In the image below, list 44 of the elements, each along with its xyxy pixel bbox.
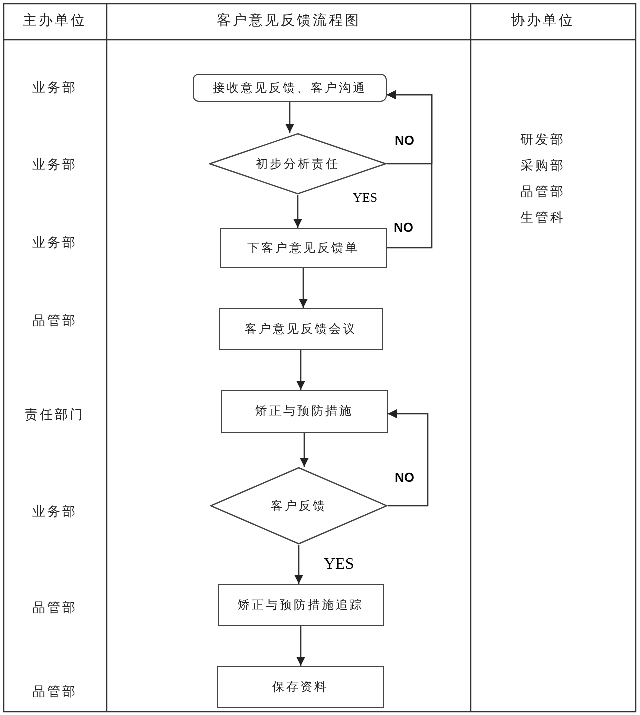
department-label: 品管部 <box>32 600 78 617</box>
arrow <box>296 626 306 666</box>
department-label: 业务部 <box>32 80 78 97</box>
node-text: 客户反馈 <box>271 498 327 514</box>
arrow <box>293 195 303 228</box>
node-text: 客户意见反馈会议 <box>245 320 357 338</box>
department-label: 责任部门 <box>25 407 85 424</box>
arrow <box>294 545 304 584</box>
arrow <box>296 350 306 390</box>
start-box <box>193 74 387 102</box>
node-text: 接收意见反馈、客户沟通 <box>213 80 367 96</box>
node-text: 矫正与预防措施追踪 <box>238 596 364 614</box>
node-text: 下客户意见反馈单 <box>248 240 360 256</box>
arrow <box>285 102 295 133</box>
process-box <box>217 666 384 708</box>
edge-label: NO <box>394 133 416 148</box>
edge-label: NO <box>394 470 416 485</box>
department-label: 采购部 <box>520 158 566 175</box>
department-label: 研发部 <box>520 132 566 149</box>
arrow <box>298 268 308 308</box>
edge-label: YES <box>352 190 379 205</box>
process-box <box>221 390 388 433</box>
arrow <box>388 409 429 507</box>
arrow <box>387 90 433 249</box>
process-box <box>219 308 383 350</box>
arrow <box>300 433 310 467</box>
process-box <box>218 584 384 626</box>
column-header: 协办单位 <box>511 12 575 30</box>
department-label: 品管部 <box>32 684 78 701</box>
column-header: 主办单位 <box>23 12 87 30</box>
department-label: 品管部 <box>32 313 78 330</box>
department-label: 业务部 <box>32 235 78 252</box>
department-label: 生管科 <box>520 210 566 227</box>
node-text: 保存资料 <box>272 678 328 696</box>
process-box <box>220 228 387 268</box>
decision-diamond <box>210 467 388 545</box>
department-label: 品管部 <box>520 184 566 201</box>
node-text: 矫正与预防措施 <box>256 403 354 420</box>
department-label: 业务部 <box>32 157 78 174</box>
decision-diamond <box>209 133 387 195</box>
department-label: 业务部 <box>32 504 78 521</box>
chart-title: 客户意见反馈流程图 <box>217 12 361 30</box>
node-text: 初步分析责任 <box>256 156 340 172</box>
edge-label: NO <box>393 220 414 235</box>
